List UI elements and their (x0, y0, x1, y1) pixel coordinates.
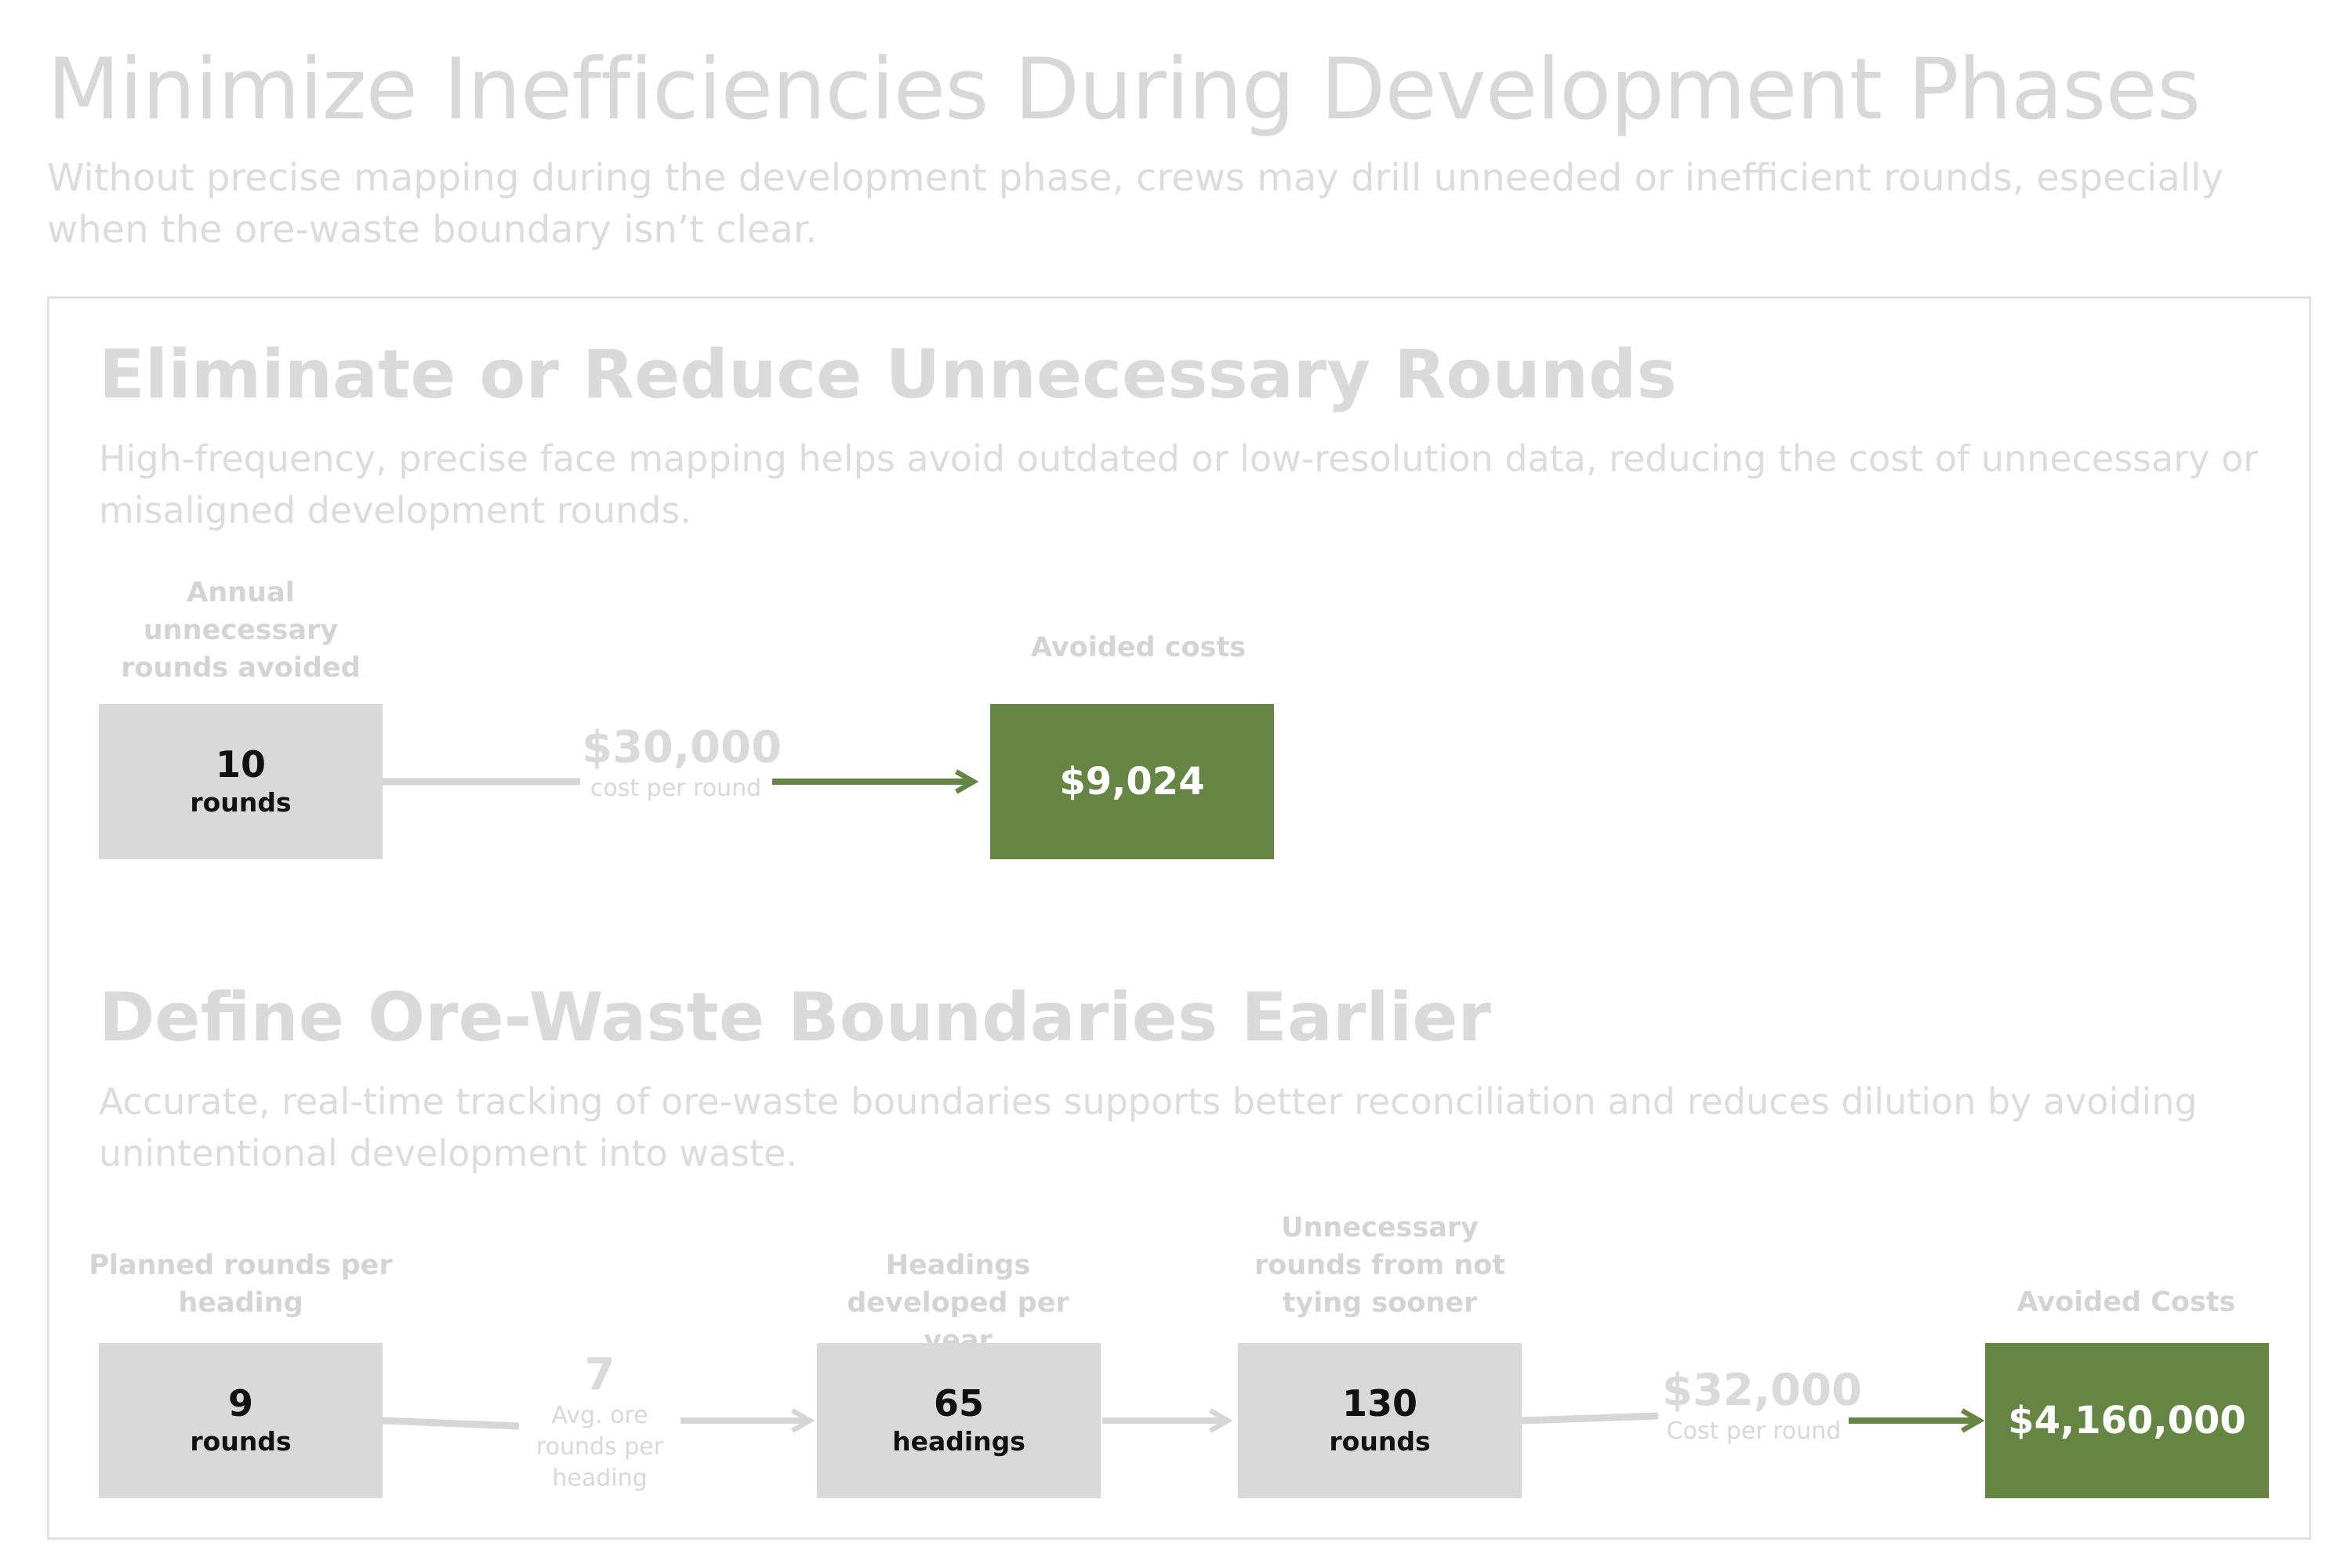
factor-unit: cost per round (590, 775, 762, 802)
connector-line (382, 1417, 520, 1430)
label-planned-rounds-per-heading: Planned rounds per heading (89, 1250, 393, 1319)
calculation-panel (47, 296, 2311, 1540)
result-value: $9,024 (1059, 760, 1205, 804)
page-title: Minimize Inefficiencies During Developme… (47, 41, 2201, 139)
section-title-ore-waste-boundaries: Define Ore-Waste Boundaries Earlier (99, 978, 1491, 1057)
box-value: 9 (227, 1382, 253, 1425)
factor-value: $32,000 (1662, 1365, 1863, 1416)
value-box-annual-rounds-avoided: 10 rounds (99, 704, 383, 859)
value-box-planned-rounds: 9 rounds (99, 1343, 383, 1498)
box-value: 130 (1341, 1382, 1418, 1425)
factor-cost-per-round: $30,000 cost per round (582, 722, 782, 804)
section-title-unnecessary-rounds: Eliminate or Reduce Unnecessary Rounds (99, 336, 1677, 414)
page-subtitle: Without precise mapping during the devel… (47, 156, 2223, 252)
section-description-unnecessary-rounds: High-frequency, precise face mapping hel… (99, 437, 2259, 532)
label-unnecessary-rounds-not-tying: Unnecessary rounds from not tying sooner (1254, 1212, 1506, 1319)
factor-cost-per-round: $32,000 Cost per round (1662, 1365, 1863, 1447)
factor-avg-ore-rounds: 7 Avg. ore rounds per heading (527, 1350, 673, 1494)
label-avoided-costs-total: Avoided Costs (2016, 1287, 2236, 1318)
box-value: 65 (933, 1382, 984, 1425)
factor-value: 7 (584, 1349, 615, 1400)
box-unit: rounds (190, 787, 292, 818)
label-annual-rounds-avoided: Annual unnecessary rounds avoided (121, 577, 361, 684)
result-box-avoided-costs: $9,024 (990, 704, 1274, 859)
value-box-headings-developed: 65 headings (817, 1343, 1101, 1498)
result-value: $4,160,000 (2008, 1399, 2246, 1443)
result-box-avoided-costs-total: $4,160,000 (1985, 1343, 2269, 1498)
box-value: 10 (215, 743, 266, 786)
factor-value: $30,000 (582, 722, 782, 773)
factor-unit: Cost per round (1666, 1417, 1842, 1445)
box-unit: headings (892, 1426, 1025, 1457)
value-box-unnecessary-rounds: 130 rounds (1238, 1343, 1522, 1498)
connector-line (1521, 1412, 1659, 1425)
box-unit: rounds (1329, 1426, 1431, 1457)
factor-unit: Avg. ore rounds per heading (535, 1402, 664, 1492)
section-description-ore-waste-boundaries: Accurate, real-time tracking of ore-wast… (99, 1080, 2198, 1174)
box-unit: rounds (190, 1426, 292, 1457)
label-avoided-costs: Avoided costs (1031, 632, 1246, 663)
